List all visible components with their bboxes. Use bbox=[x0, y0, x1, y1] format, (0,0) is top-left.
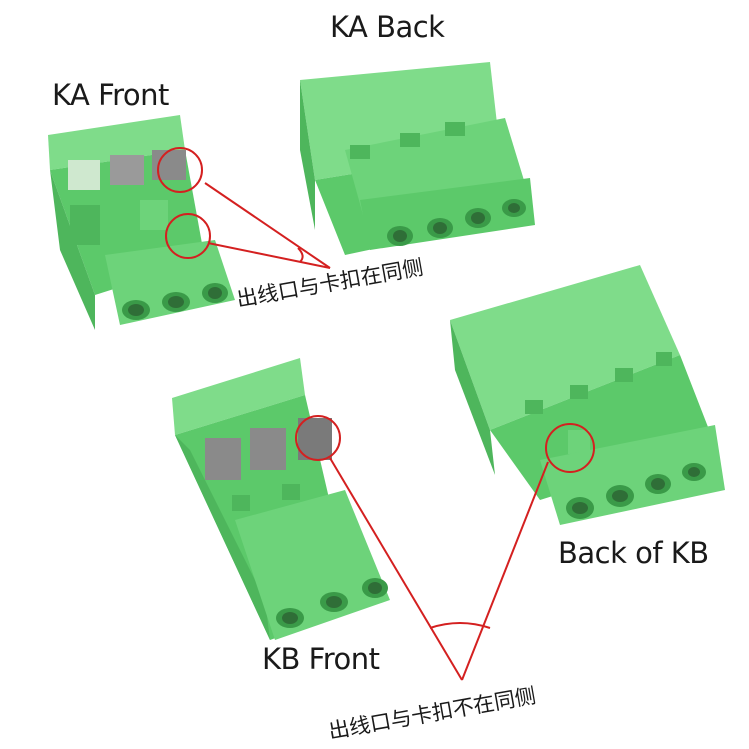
annotation-same-side bbox=[157, 147, 331, 269]
connector-ka-front bbox=[48, 115, 235, 330]
connector-kb-back bbox=[450, 265, 725, 525]
connector-kb-front bbox=[172, 358, 390, 640]
kb-front-label: KB Front bbox=[262, 642, 380, 676]
ka-front-label: KA Front bbox=[52, 78, 169, 112]
kb-back-label: Back of KB bbox=[558, 536, 709, 570]
annotation-not-same-side bbox=[295, 415, 595, 681]
connector-ka-back bbox=[300, 62, 535, 255]
ka-back-label: KA Back bbox=[330, 10, 445, 44]
